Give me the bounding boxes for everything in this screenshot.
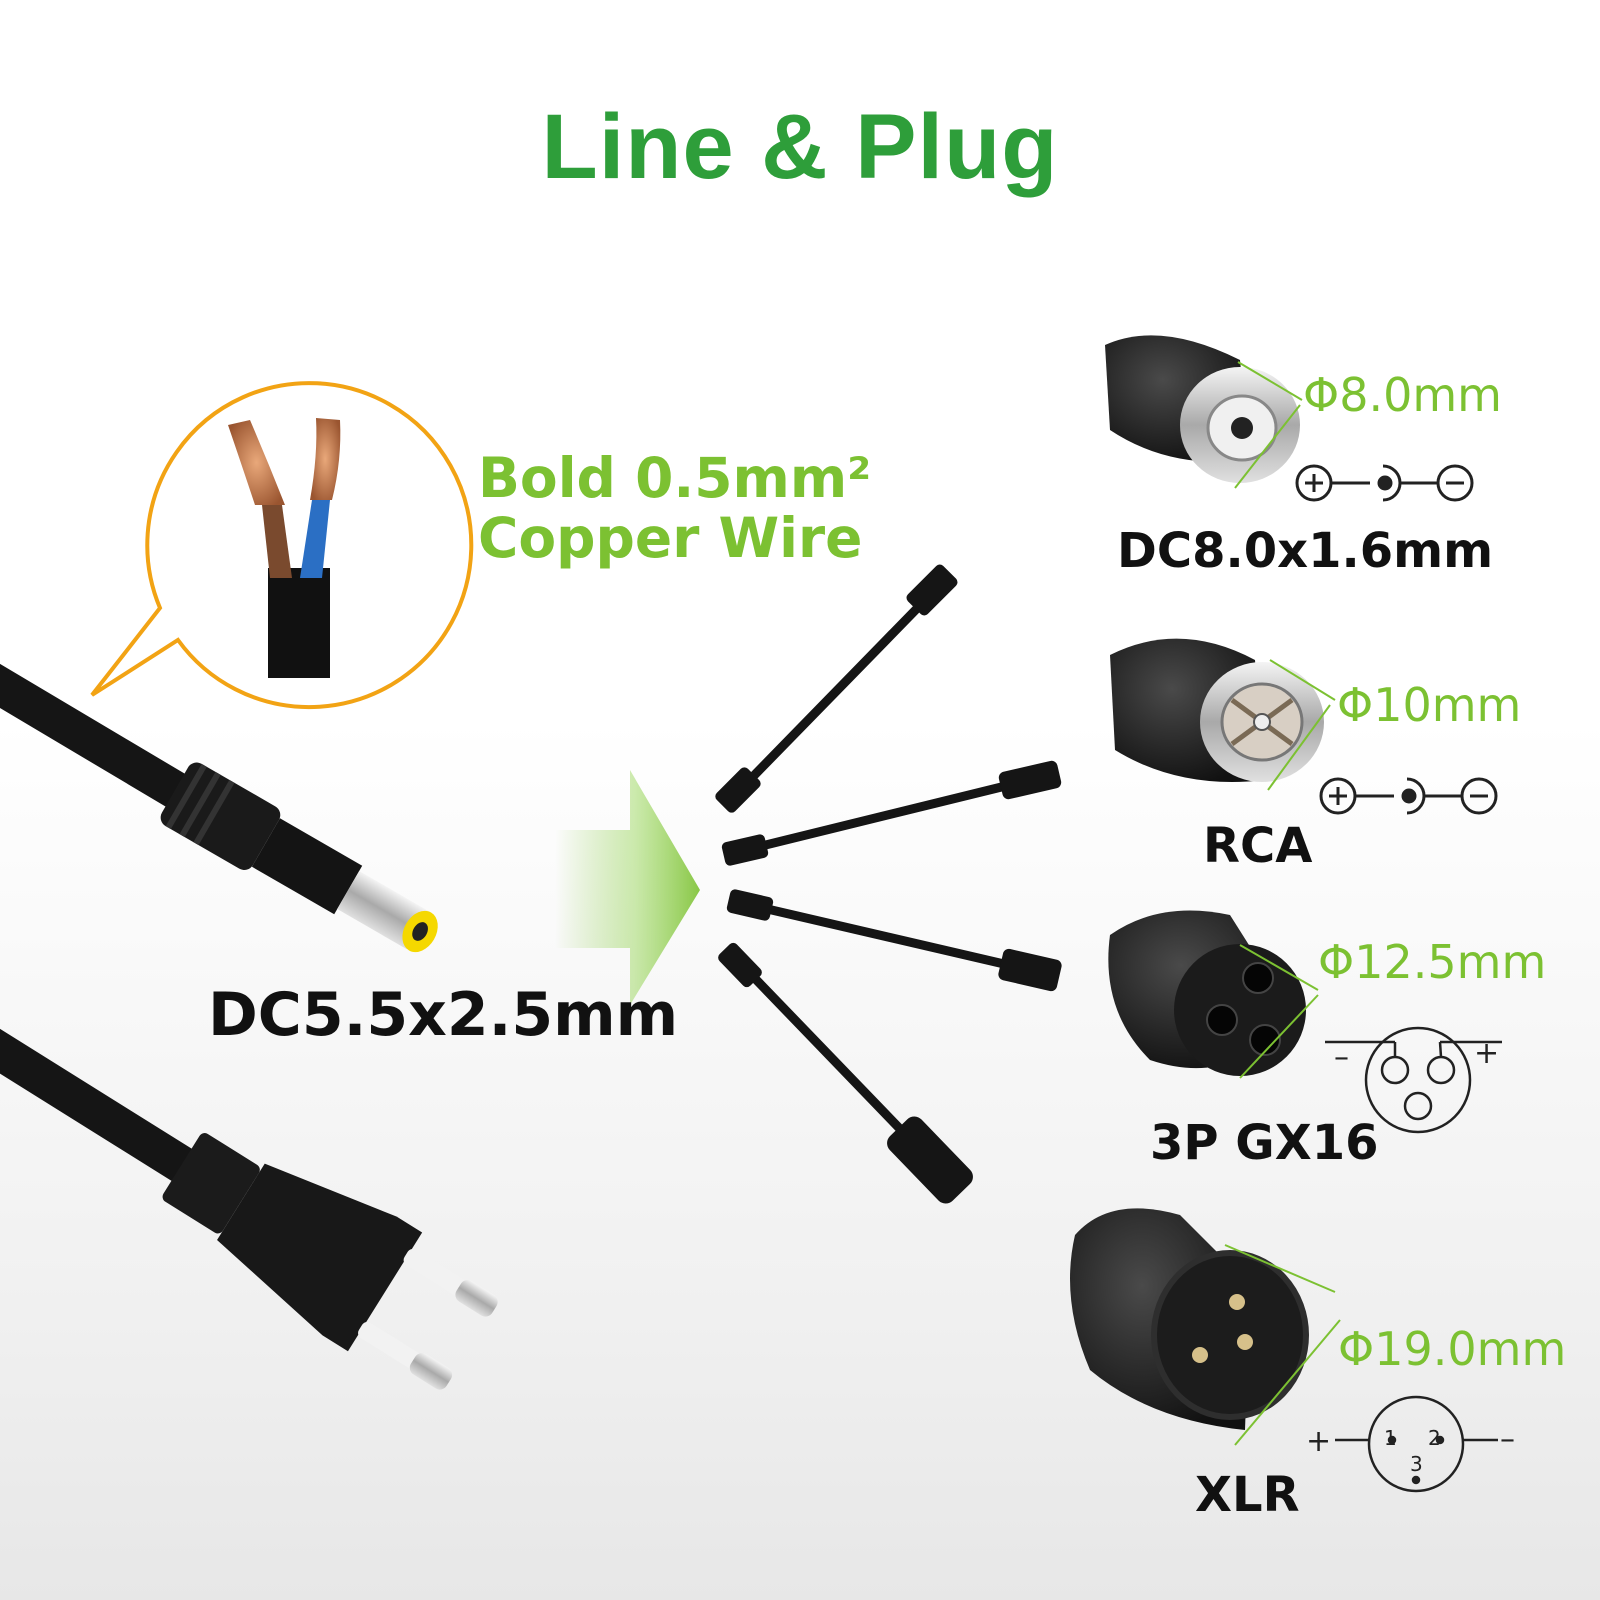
wire-spec-line1: Bold 0.5mm² [478, 446, 872, 510]
dc8-plug-head-icon [1105, 335, 1303, 489]
xlr-plug-head-icon [1070, 1208, 1341, 1446]
xlr-pin-2: 2 [1428, 1426, 1441, 1450]
plug-1-diameter: Φ8.0mm [1303, 368, 1502, 422]
eu-plug-icon [0, 1028, 498, 1390]
plug-3-label: 3P GX16 [1150, 1115, 1379, 1171]
rca-pinout-diagram [1319, 777, 1498, 815]
wire-spec-line2: Copper Wire [478, 506, 863, 570]
input-plug-label: DC5.5x2.5mm [208, 980, 679, 1050]
xlr-pin-1: 1 [1384, 1426, 1397, 1450]
page-title: Line & Plug [541, 96, 1059, 198]
gx16-pinout-diagram [1325, 1026, 1502, 1134]
gx16-minus-mark: – [1334, 1040, 1349, 1075]
plug-2-diameter: Φ10mm [1337, 678, 1522, 732]
rca-plug-head-icon [1110, 638, 1336, 791]
dc8-pinout-diagram [1295, 464, 1474, 502]
copper-wire-icon [228, 418, 341, 678]
xlr-pinout-diagram [1335, 1395, 1498, 1493]
plug-4-label: XLR [1195, 1467, 1300, 1523]
plug-3-diameter: Φ12.5mm [1318, 935, 1547, 989]
arrow-right-icon [555, 770, 700, 1005]
plug-1-label: DC8.0x1.6mm [1117, 523, 1494, 579]
plug-4-diameter: Φ19.0mm [1338, 1322, 1567, 1376]
wire-spec-label: Bold 0.5mm² Copper Wire [478, 448, 871, 568]
gx16-plug-head-icon [1108, 910, 1319, 1079]
input-cable-icon [0, 663, 438, 953]
gx16-plus-mark: + [1474, 1036, 1500, 1071]
xlr-pin-3: 3 [1410, 1452, 1423, 1476]
xlr-plus-mark: + [1306, 1424, 1332, 1459]
adapter-cables [715, 564, 1062, 1204]
xlr-minus-mark: – [1500, 1422, 1515, 1457]
plug-2-label: RCA [1203, 818, 1313, 874]
